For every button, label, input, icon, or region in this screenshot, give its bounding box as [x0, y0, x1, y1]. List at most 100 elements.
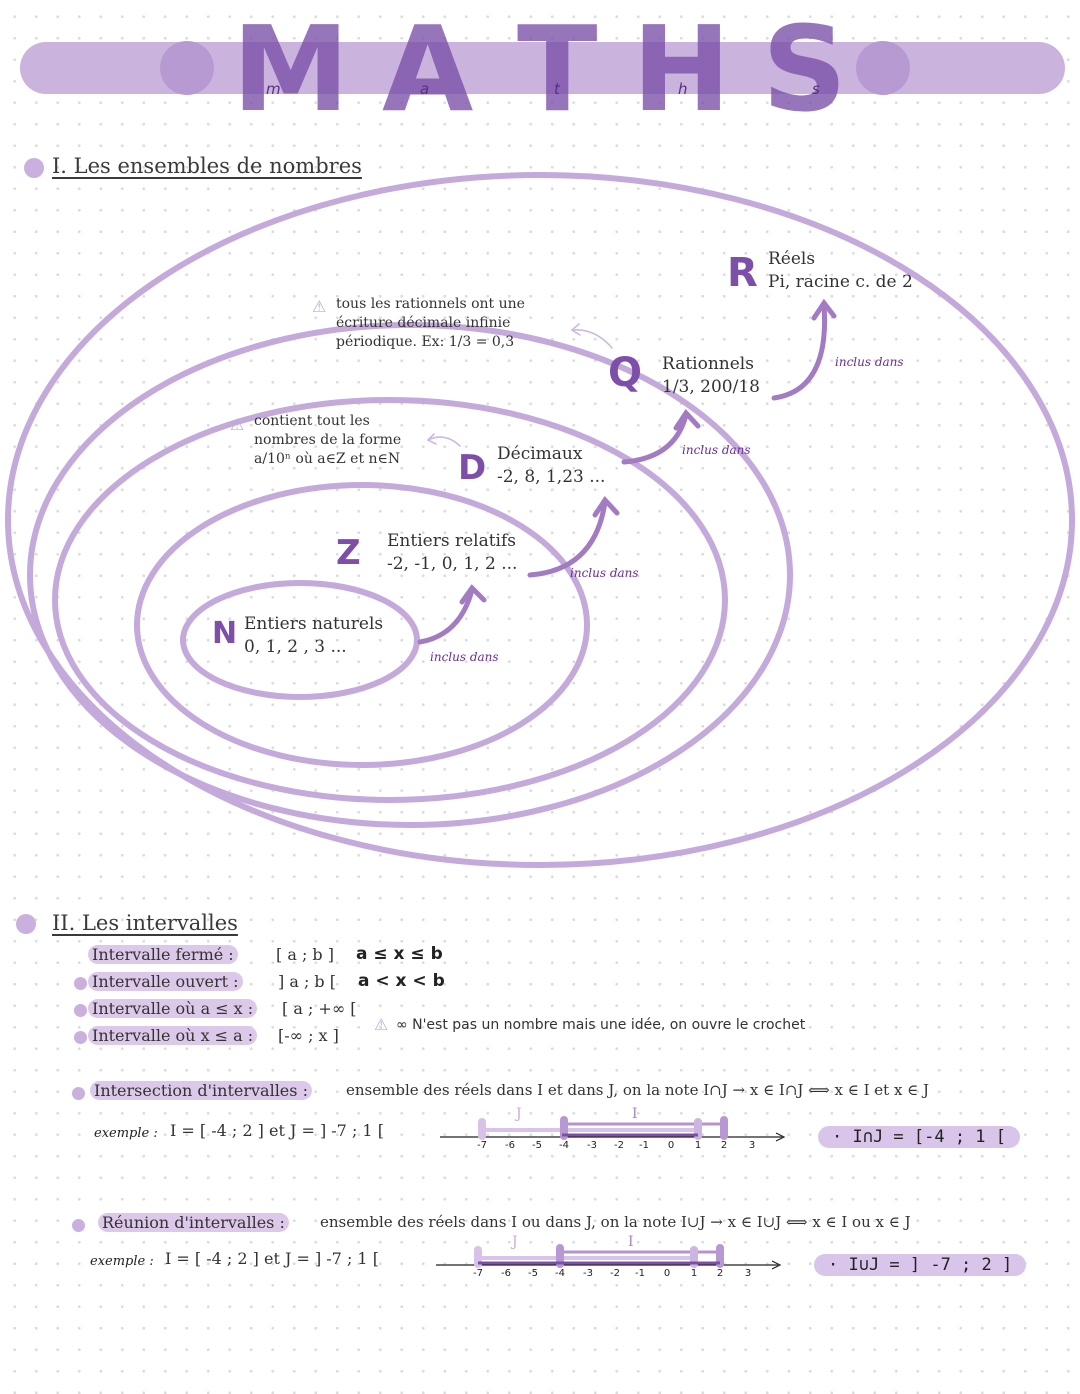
set-examples: Pi, racine c. de 2 [768, 272, 913, 292]
tick-label: -6 [505, 1140, 515, 1151]
list-bullet [72, 1219, 85, 1232]
set-examples: -2, 8, 1,23 ... [497, 467, 606, 487]
interval-notation: [ a ; +∞ [ [282, 999, 357, 1018]
note-line: nombres de la forme [254, 432, 402, 448]
tick-label: 0 [663, 1268, 671, 1279]
note-line: contient tout les [254, 413, 370, 429]
set-label-d: Décimaux -2, 8, 1,23 ... [497, 443, 605, 489]
note-arrow-rational [571, 329, 613, 349]
set-letter-d: D [458, 448, 487, 488]
note-line: périodique. Ex: 1/3 = 0,3 [336, 334, 515, 350]
arrow-q-r [771, 302, 828, 401]
set-examples: 1/3, 200/18 [662, 377, 760, 397]
union-label: Réunion d'intervalles : [98, 1213, 289, 1232]
number-line-union: J I -7 -6 -5 -4 -3 -2 -1 0 1 2 3 [432, 1234, 792, 1286]
set-label-q: Rationnels 1/3, 200/18 [662, 353, 760, 399]
set-d-ellipse [52, 397, 728, 803]
intersection-text: ensemble des réels dans I et dans J, on … [346, 1081, 930, 1099]
set-label-z: Entiers relatifs -2, -1, 0, 1, 2 ... [387, 530, 517, 576]
set-q-ellipse [27, 322, 793, 828]
interval-notation: [ a ; b ] [276, 945, 334, 964]
list-bullet [74, 1031, 87, 1044]
inclusion-label: inclus dans [682, 443, 751, 457]
section-bullet [16, 914, 36, 934]
set-name: Entiers naturels [244, 614, 384, 634]
set-letter-r: R [727, 250, 758, 296]
tick-label: 1 [694, 1140, 702, 1151]
tick-label: -5 [532, 1140, 542, 1151]
warning-icon: ⚠ [230, 415, 245, 434]
union-result: · I∪J = ] -7 ; 2 ] [814, 1254, 1027, 1276]
warning-icon: ⚠ [374, 1015, 389, 1034]
set-letter-q: Q [608, 350, 643, 396]
example-label: exemple : [90, 1254, 154, 1269]
set-name: Entiers relatifs [387, 531, 516, 551]
tick-label: -7 [477, 1140, 487, 1151]
set-label-r: Réels Pi, racine c. de 2 [768, 248, 913, 294]
interval-inequality: a < x < b [358, 971, 445, 991]
note-line: tous les rationnels ont une [336, 296, 525, 312]
tick-label: -1 [639, 1140, 649, 1151]
interval-label: Intervalle fermé : [88, 945, 238, 964]
title-small-letter: t [554, 80, 560, 98]
interval-row: Intervalle fermé : [ a ; b ] a ≤ x ≤ b [74, 944, 874, 971]
intersection-example: I = [ -4 ; 2 ] et J = ] -7 ; 1 [ [170, 1121, 384, 1140]
title-letter: S [762, 0, 847, 138]
set-name: Réels [768, 249, 816, 269]
tick-label: -1 [635, 1268, 645, 1279]
section-bullet [24, 158, 44, 178]
banner-dot-left [160, 41, 214, 95]
arrow-d-q [621, 412, 689, 465]
tick-label: -3 [583, 1268, 593, 1279]
tick-label: -4 [559, 1140, 569, 1151]
title-letter: H [632, 0, 731, 138]
tick-label: -2 [610, 1268, 620, 1279]
banner-dot-right [856, 41, 910, 95]
title-small-letter: h [678, 80, 688, 98]
interval-notation: ] a ; b [ [278, 972, 336, 991]
title-small-letter: s [812, 80, 820, 98]
interval-label: Intervalle ouvert : [88, 972, 243, 991]
warning-icon: ⚠ [312, 297, 327, 316]
interval-list: Intervalle fermé : [ a ; b ] a ≤ x ≤ b I… [74, 944, 874, 1052]
number-line-intersection: J I -7 -6 -5 -4 -3 -2 -1 0 1 2 3 [436, 1106, 796, 1158]
set-examples: -2, -1, 0, 1, 2 ... [387, 554, 518, 574]
set-label: I [628, 1234, 634, 1250]
set-label-n: Entiers naturels 0, 1, 2 , 3 ... [244, 613, 383, 659]
tick-label: -3 [587, 1140, 597, 1151]
set-letter-n: N [212, 616, 238, 651]
tick-label: 2 [720, 1140, 728, 1151]
interval-row: Intervalle où a ≤ x : [ a ; +∞ [ [74, 998, 874, 1025]
page-title: M A T H S m a t h s [232, 10, 852, 130]
tick-label: -6 [501, 1268, 511, 1279]
tick-label: 3 [744, 1268, 752, 1279]
note-arrow-decimal [427, 436, 461, 447]
sets-diagram [5, 172, 1075, 868]
interval-notation: [-∞ ; x ] [278, 1026, 339, 1045]
title-small-letter: a [420, 80, 430, 98]
tick-label: 0 [667, 1140, 675, 1151]
tick-label: -4 [555, 1268, 565, 1279]
set-z-ellipse [134, 482, 590, 768]
set-label: I [632, 1106, 638, 1122]
intersection-result: · I∩J = [-4 ; 1 [ [818, 1126, 1020, 1148]
inclusion-label: inclus dans [430, 650, 499, 664]
section1-heading: I. Les ensembles de nombres [52, 154, 362, 178]
interval-row: Intervalle ouvert : ] a ; b [ a < x < b [74, 971, 874, 998]
tick-label: 3 [748, 1140, 756, 1151]
title-letter: M [232, 0, 350, 138]
note-rational: tous les rationnels ont une écriture déc… [336, 295, 525, 352]
tick-label: 2 [716, 1268, 724, 1279]
tick-label: 1 [690, 1268, 698, 1279]
set-label: J [512, 1234, 518, 1250]
set-label: J [516, 1106, 522, 1122]
infinity-note: ∞ N'est pas un nombre mais une idée, on … [396, 1017, 806, 1033]
set-examples: 0, 1, 2 , 3 ... [244, 637, 347, 657]
tick-label: -2 [614, 1140, 624, 1151]
note-line: a/10ⁿ où a∈Z et n∈N [254, 451, 401, 467]
list-bullet [74, 977, 87, 990]
tick-label: -7 [473, 1268, 483, 1279]
example-label: exemple : [94, 1126, 158, 1141]
interval-label: Intervalle où x ≤ a : [88, 1026, 258, 1045]
title-letter: T [517, 0, 598, 138]
